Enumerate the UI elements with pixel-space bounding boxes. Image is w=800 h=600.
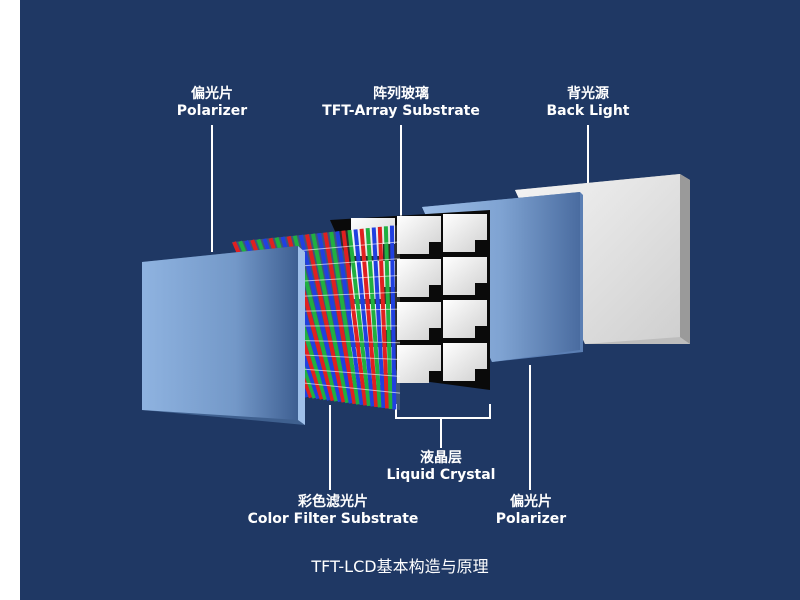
- color-filter-stripe: [371, 227, 386, 409]
- color-filter-stripe: [377, 226, 390, 409]
- tft-pixel-cell: [443, 257, 487, 295]
- label-polarizer-front: 偏光片 Polarizer: [164, 86, 260, 120]
- color-filter-stripe: [383, 226, 393, 410]
- label-tft-array: 阵列玻璃 TFT-Array Substrate: [311, 86, 491, 120]
- diagram-caption: TFT-LCD基本构造与原理: [311, 557, 489, 576]
- color-filter-stripe: [311, 233, 350, 404]
- label-liquid-crystal: 液晶层 Liquid Crystal: [381, 450, 501, 484]
- color-filter-stripe: [389, 225, 397, 410]
- tft-pixel-cell: [397, 216, 441, 254]
- label-back-light-zh: 背光源: [567, 86, 609, 102]
- color-filter-stripe: [359, 228, 379, 408]
- color-filter-stripe: [317, 232, 353, 404]
- liquid-crystal-bracket: [395, 404, 491, 419]
- color-filter-stripe: [365, 228, 382, 408]
- polarizer-front-panel: [142, 246, 305, 425]
- label-back-light: 背光源 Back Light: [533, 86, 643, 120]
- label-polarizer-back: 偏光片 Polarizer: [483, 494, 579, 528]
- label-polarizer-back-zh: 偏光片: [510, 494, 552, 510]
- label-polarizer-front-zh: 偏光片: [191, 86, 233, 102]
- tft-pixel-cell: [397, 345, 441, 383]
- label-tft-array-zh: 阵列玻璃: [373, 86, 429, 102]
- leader-lines: [211, 125, 589, 490]
- label-color-filter-en: Color Filter Substrate: [247, 511, 419, 527]
- color-filter-stripe: [329, 231, 361, 405]
- tft-pixel-cell: [443, 343, 487, 381]
- label-color-filter-zh: 彩色滤光片: [298, 494, 368, 510]
- label-tft-array-en: TFT-Array Substrate: [322, 103, 480, 119]
- label-polarizer-back-en: Polarizer: [495, 511, 567, 527]
- label-liquid-crystal-zh: 液晶层: [420, 450, 462, 466]
- color-filter-grid-line: [287, 367, 401, 377]
- tft-pixel-cell: [397, 259, 441, 297]
- color-filter-stripe: [335, 231, 364, 406]
- label-polarizer-front-en: Polarizer: [176, 103, 248, 119]
- color-filter-stripe: [298, 234, 342, 403]
- color-filter-stripe: [304, 234, 346, 403]
- tft-pixel-cell: [397, 302, 441, 340]
- label-color-filter: 彩色滤光片 Color Filter Substrate: [238, 494, 428, 528]
- tft-pixel-cell: [443, 214, 487, 252]
- color-filter-stripe: [353, 229, 375, 407]
- color-filter-stripe: [323, 232, 357, 405]
- label-back-light-en: Back Light: [546, 103, 630, 119]
- color-filter-stripe: [347, 229, 371, 407]
- color-filter-grid-line: [293, 381, 401, 394]
- color-filter-stripe: [341, 230, 368, 406]
- label-liquid-crystal-en: Liquid Crystal: [386, 467, 496, 483]
- tft-pixel-cell: [443, 300, 487, 338]
